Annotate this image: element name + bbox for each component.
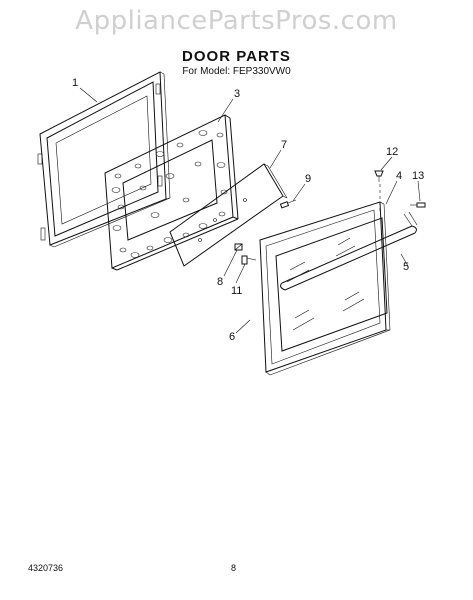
callout-3: 3 bbox=[234, 88, 240, 100]
part-13-screw bbox=[410, 202, 426, 208]
callout-4: 4 bbox=[396, 170, 402, 182]
part-9-screw bbox=[279, 199, 297, 209]
callout-labels: 1 3 7 9 12 4 13 5 8 11 6 bbox=[72, 77, 424, 343]
part-3-inner-door-panel bbox=[104, 114, 239, 271]
part-12-screw bbox=[374, 170, 384, 214]
part-4-outer-glass bbox=[275, 217, 388, 352]
page-number: 8 bbox=[231, 563, 237, 573]
callout-6: 6 bbox=[229, 331, 235, 343]
callout-11: 11 bbox=[231, 285, 242, 297]
part-5-door-handle bbox=[280, 211, 418, 291]
page-title: DOOR PARTS bbox=[182, 48, 291, 65]
callout-12: 12 bbox=[386, 146, 398, 158]
model-subtitle: For Model: FEP330VW0 bbox=[182, 66, 291, 77]
part-1-door-frame bbox=[37, 71, 171, 248]
part-8-hinge-clip bbox=[234, 243, 243, 251]
part-11-spacer bbox=[241, 255, 257, 265]
callout-8: 8 bbox=[217, 276, 223, 288]
callout-5: 5 bbox=[403, 261, 409, 273]
part-7-insulation-board bbox=[169, 163, 288, 267]
callout-1: 1 bbox=[72, 77, 78, 89]
part-6-glass-frame bbox=[259, 201, 391, 376]
callout-7: 7 bbox=[281, 139, 287, 151]
callout-13: 13 bbox=[412, 170, 424, 182]
callout-9: 9 bbox=[305, 173, 311, 185]
document-number: 4320736 bbox=[28, 563, 64, 573]
leader-lines bbox=[79, 87, 421, 334]
watermark: AppliancePartsPros.com bbox=[75, 6, 398, 36]
